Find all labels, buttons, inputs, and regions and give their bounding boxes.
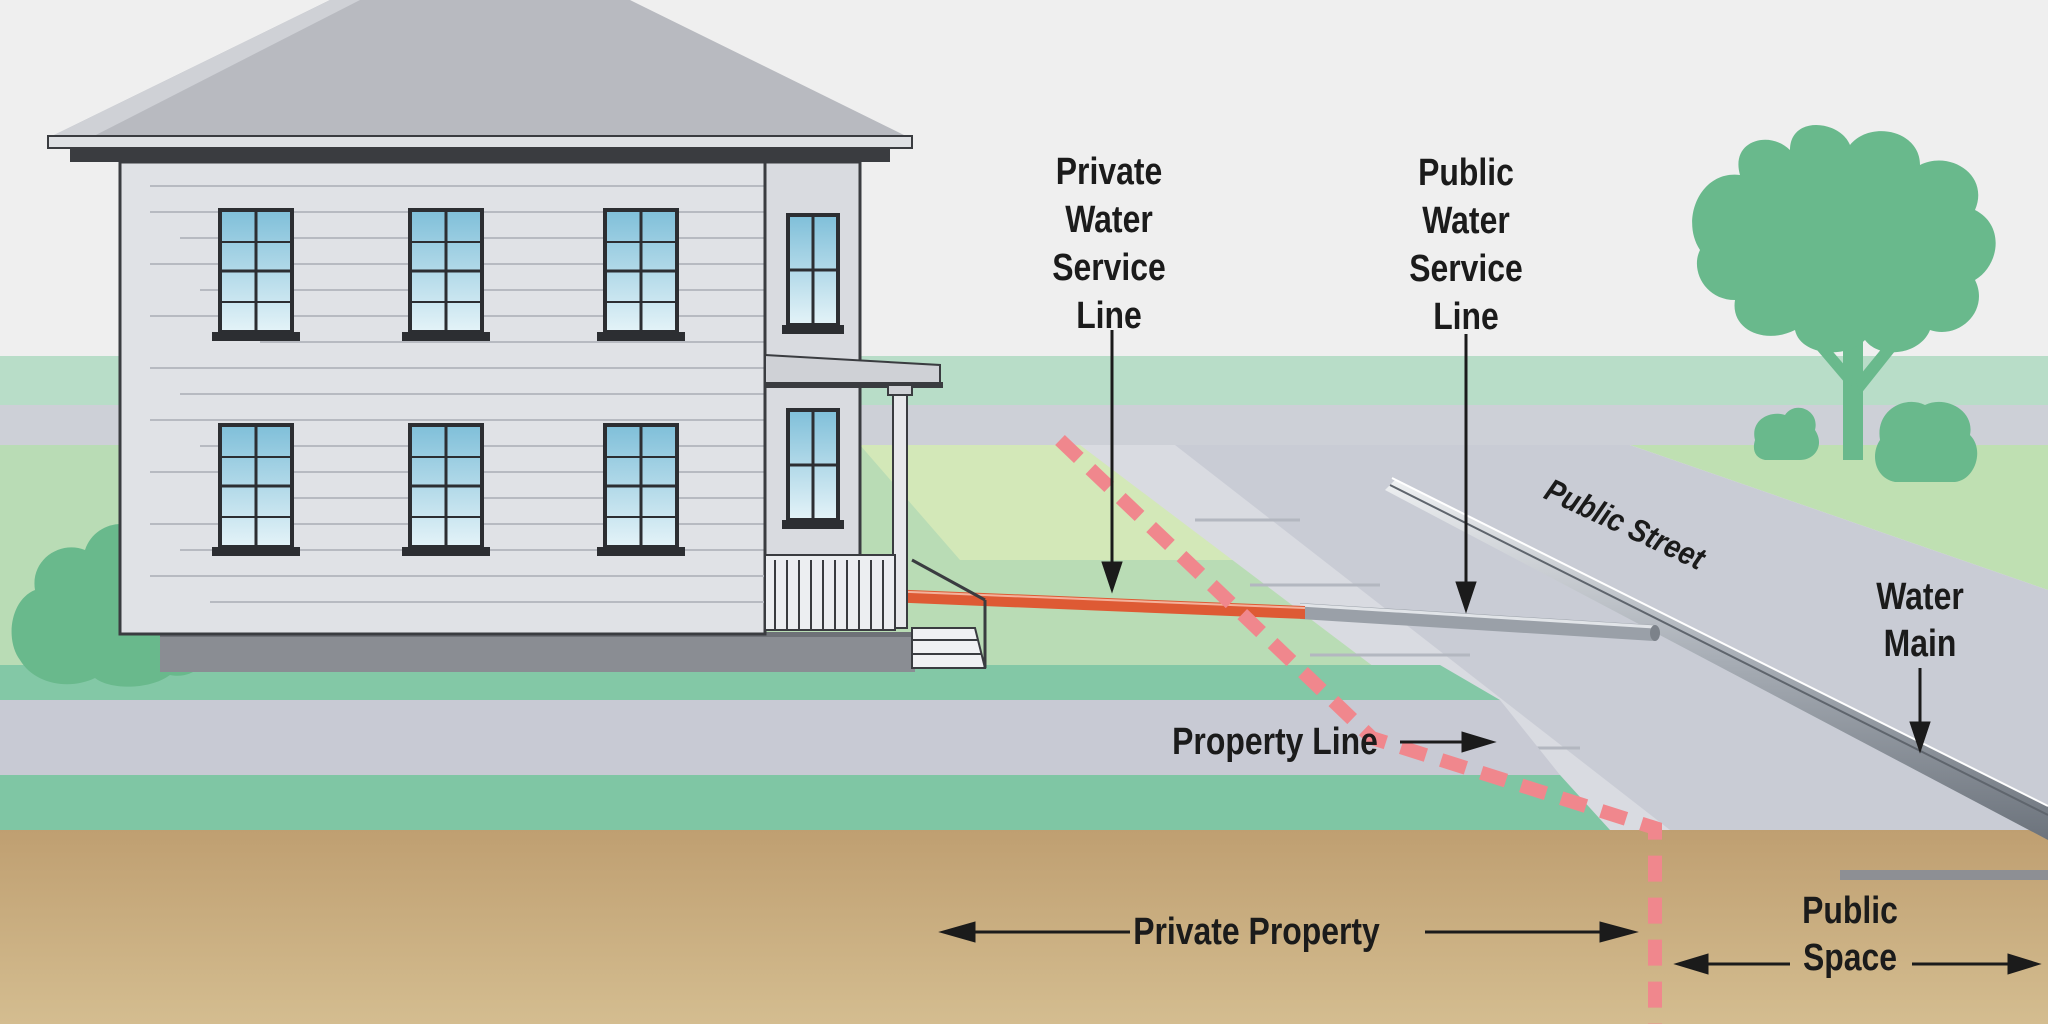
label-line-4: Line (1076, 295, 1142, 337)
street-soil-side (1840, 870, 2048, 880)
label-line-1: Water (1876, 576, 1964, 618)
public-water-service-line-label: Public Water Service Line (1382, 149, 1550, 341)
label-line-4: Line (1433, 296, 1499, 338)
property-line-dashed (1055, 434, 1662, 1024)
label-line-2: Water (1065, 199, 1153, 241)
lawn-light (860, 445, 1300, 560)
label-line-1: Public (1418, 152, 1514, 194)
label-line-2: Space (1802, 937, 1898, 979)
private-water-service-line-label: Private Water Service Line (1025, 148, 1193, 340)
private-service-pipe (860, 588, 1305, 619)
soil-cross-section (0, 830, 2048, 1024)
label-line-1: Private (1055, 151, 1163, 193)
public-space-label: Public Space (1774, 888, 1925, 982)
water-main-label: Water Main (1849, 574, 1992, 668)
tree (1692, 125, 1996, 482)
label-line-2: Water (1422, 200, 1510, 242)
public-service-pipe (1300, 603, 1655, 641)
property-line-label: Property Line (1172, 721, 1378, 763)
label-line-2: Main (1883, 623, 1957, 665)
front-grass-band (0, 665, 1500, 700)
water-main-pipe (1385, 480, 2048, 840)
callout-arrows (938, 330, 2042, 975)
private-property-label: Private Property (1133, 911, 1380, 953)
label-line-3: Service (1409, 248, 1523, 290)
label-line-1: Public (1802, 890, 1898, 932)
front-walk (0, 700, 1560, 775)
public-street (1100, 445, 2048, 870)
front-grass-strip (0, 775, 1610, 830)
windows (212, 208, 844, 556)
label-line-3: Service (1052, 247, 1166, 289)
